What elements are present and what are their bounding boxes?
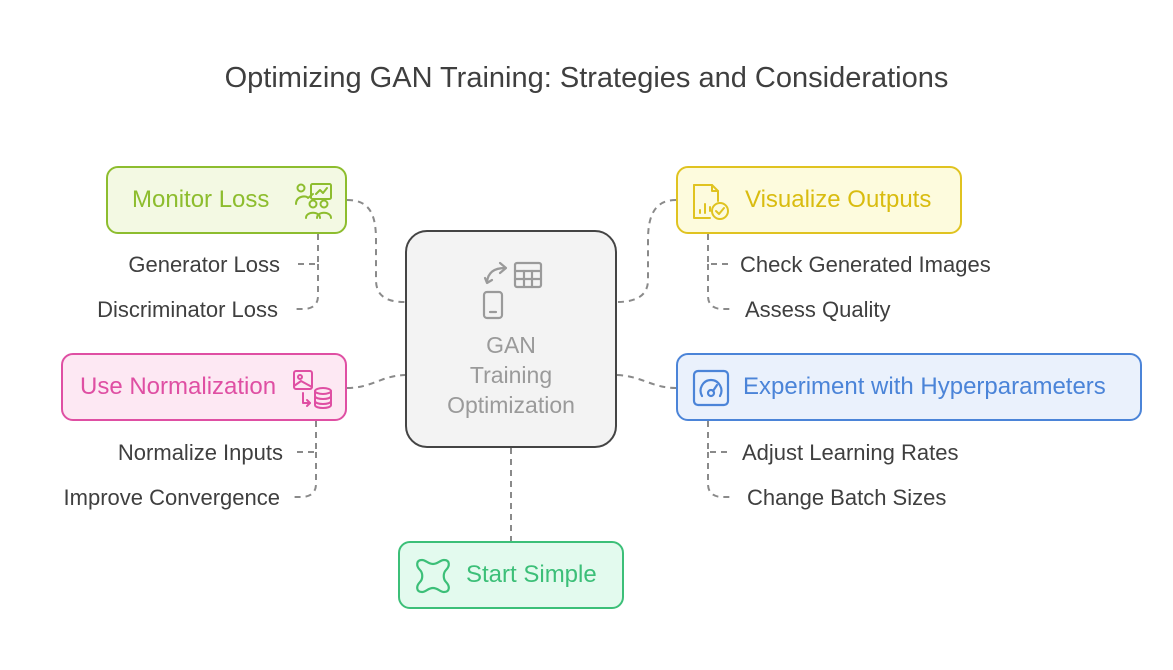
connector-batch-sizes xyxy=(707,452,733,498)
visualize-outputs-node: Visualize Outputs xyxy=(676,166,962,234)
use-normalization-label: Use Normalization xyxy=(80,373,277,400)
adjust-learning-rates-text: Adjust Learning Rates xyxy=(742,440,959,465)
discriminator-loss-text: Discriminator Loss xyxy=(97,297,278,322)
change-batch-sizes-text: Change Batch Sizes xyxy=(747,485,947,510)
devices-table-icon xyxy=(482,261,543,320)
connector-visualize-outputs xyxy=(616,199,677,303)
check-generated-images-text: Check Generated Images xyxy=(740,252,991,277)
connector-generator-loss xyxy=(296,234,319,265)
diagram-title: Optimizing GAN Training: Strategies and … xyxy=(224,62,949,94)
start-simple-node: Start Simple xyxy=(398,541,624,609)
use-normalization-node: Use Normalization xyxy=(61,353,347,421)
center-label-line-3: Optimization xyxy=(447,392,575,418)
assess-quality-text: Assess Quality xyxy=(745,297,891,322)
center-label-line-1: GAN xyxy=(486,332,536,358)
report-check-icon xyxy=(693,184,729,220)
connector-use-normalization xyxy=(346,374,406,389)
image-database-icon xyxy=(293,370,332,409)
normalize-inputs-text: Normalize Inputs xyxy=(117,440,283,465)
connector-improve-convergence xyxy=(292,452,317,498)
monitor-loss-node: Monitor Loss xyxy=(106,166,347,234)
connector-normalize-inputs xyxy=(296,421,317,453)
start-simple-label: Start Simple xyxy=(466,561,597,588)
gauge-icon xyxy=(692,369,730,407)
connector-assess-quality xyxy=(707,264,733,310)
improve-convergence-text: Improve Convergence xyxy=(63,485,280,510)
connector-monitor-loss xyxy=(346,199,406,303)
generator-loss-text: Generator Loss xyxy=(128,252,280,277)
center-label-line-2: Training xyxy=(469,362,553,388)
connector-discriminator-loss xyxy=(292,264,319,310)
connector-check-images xyxy=(707,234,728,265)
center-node: GAN Training Optimization xyxy=(405,230,617,448)
people-chart-icon xyxy=(295,183,332,219)
monitor-loss-label: Monitor Loss xyxy=(132,186,270,213)
visualize-outputs-label: Visualize Outputs xyxy=(745,186,932,213)
connector-learning-rates xyxy=(707,421,728,453)
experiment-hyperparameters-node: Experiment with Hyperparameters xyxy=(676,353,1142,421)
kite-shape-icon xyxy=(416,558,450,594)
experiment-hyperparameters-label: Experiment with Hyperparameters xyxy=(743,373,1106,400)
center-label: GAN Training Optimization xyxy=(407,330,615,420)
connector-hyperparameters xyxy=(616,374,677,389)
